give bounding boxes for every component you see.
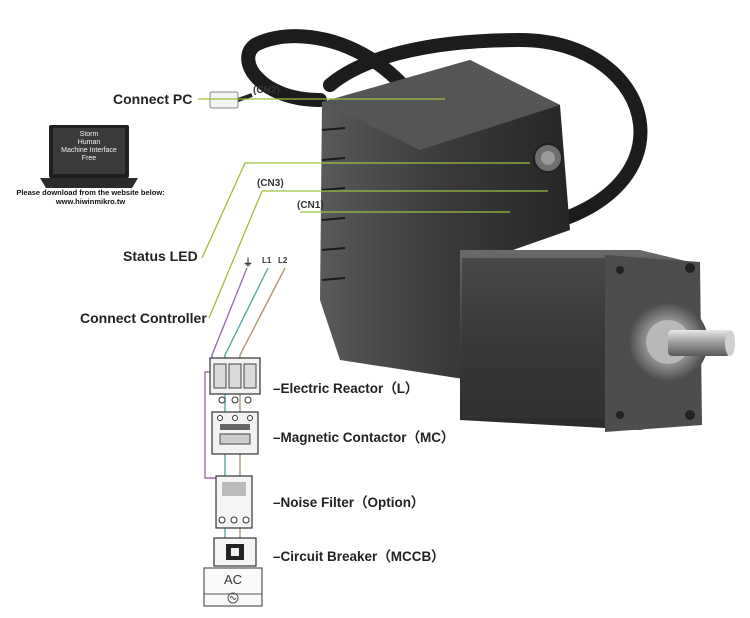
connect-pc-label: Connect PC bbox=[113, 91, 193, 107]
circuit-breaker-component bbox=[213, 537, 257, 567]
laptop-line: Storm bbox=[79, 131, 99, 138]
servo-motor-drive bbox=[241, 29, 735, 432]
magnetic-contactor-label: –Magnetic Contactor（MC） bbox=[273, 430, 455, 445]
laptop-line: Machine Interface bbox=[61, 147, 117, 154]
ac-label: AC bbox=[223, 572, 243, 587]
circuit-breaker-label: –Circuit Breaker（MCCB） bbox=[273, 549, 445, 564]
electric-reactor-label: –Electric Reactor（L） bbox=[273, 381, 419, 396]
l1-label: L1 bbox=[262, 256, 272, 265]
laptop-line: Human bbox=[77, 139, 101, 146]
status-led-label: Status LED bbox=[123, 248, 198, 264]
ground-symbol: ⏚ bbox=[243, 258, 253, 269]
website-text: www.hiwinmikro.tw bbox=[55, 197, 126, 206]
laptop-line: Free bbox=[81, 155, 97, 162]
cn3-label: (CN3) bbox=[257, 178, 284, 189]
l2-label: L2 bbox=[278, 256, 288, 265]
ac-source-component bbox=[203, 567, 263, 607]
cn2-connector-plug bbox=[209, 91, 253, 109]
laptop-icon bbox=[40, 125, 138, 188]
noise-filter-label: –Noise Filter（Option） bbox=[273, 495, 425, 510]
download-note: Please download from the website below: bbox=[16, 188, 165, 197]
cn1-label: (CN1) bbox=[297, 200, 324, 211]
connect-controller-label: Connect Controller bbox=[80, 310, 207, 326]
leader-lines bbox=[198, 98, 548, 319]
magnetic-contactor-component bbox=[211, 411, 259, 455]
laptop-screen-text: Storm Human Machine Interface Free bbox=[56, 131, 122, 163]
cn2-label: (CN2) bbox=[253, 85, 280, 96]
noise-filter-component bbox=[215, 475, 253, 529]
electric-reactor-component bbox=[209, 357, 261, 404]
